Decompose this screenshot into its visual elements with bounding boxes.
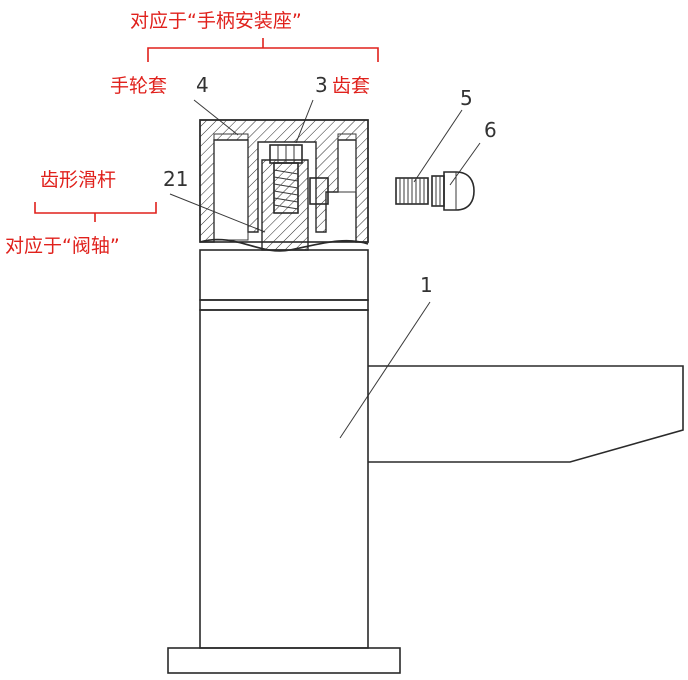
part-number-6: 6 bbox=[484, 118, 497, 142]
toothed-slide-rod-label: 齿形滑杆 bbox=[40, 169, 116, 191]
part-number-21: 21 bbox=[163, 167, 188, 191]
leader-5 bbox=[413, 109, 463, 183]
handle-mount-rim bbox=[199, 299, 369, 311]
part-number-3: 3 bbox=[315, 73, 328, 97]
part-number-4: 4 bbox=[196, 73, 209, 97]
set-screw-part-5 bbox=[395, 177, 429, 205]
top-correspondence-label: 对应于“手柄安装座” bbox=[130, 10, 302, 32]
top-bracket bbox=[147, 47, 379, 62]
cap-plug-part-6 bbox=[431, 171, 475, 211]
faucet-body-part-1 bbox=[167, 309, 684, 674]
handwheel-sleeve-section bbox=[199, 119, 369, 251]
gear-sleeve-label: 齿套 bbox=[332, 75, 370, 97]
handle-mount-band bbox=[199, 249, 369, 301]
handwheel-sleeve-label: 手轮套 bbox=[110, 75, 167, 97]
bottom-correspondence-label: 对应于“阀轴” bbox=[5, 235, 120, 257]
leader-6 bbox=[449, 142, 481, 186]
leader-1 bbox=[339, 301, 431, 439]
bottom-bracket bbox=[34, 202, 157, 214]
part-number-1: 1 bbox=[420, 273, 433, 297]
part-number-5: 5 bbox=[460, 86, 473, 110]
